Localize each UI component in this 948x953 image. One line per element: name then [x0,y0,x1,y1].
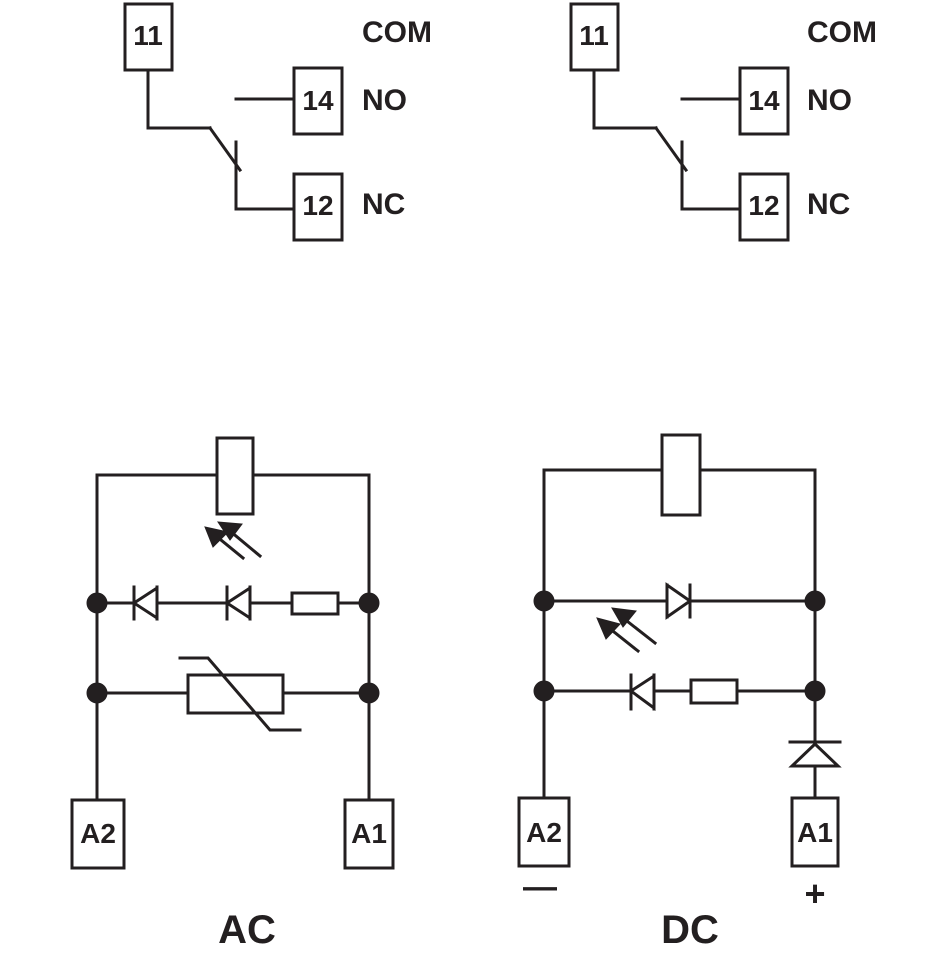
varistor-slash [178,656,302,732]
com-label: COM [807,16,877,49]
terminal-a1-label: A1 [797,817,833,848]
junction-dot [86,682,108,704]
terminal-12-box [292,172,344,242]
nc-contact-post [680,140,742,211]
nc-contact-post [234,140,296,211]
terminal-14-label: 14 [302,85,334,116]
junction-dot [358,682,380,704]
junction-dot [804,680,826,702]
terminal-a2-box [70,798,126,870]
contact-diagram-left: 11 14 12 COM NO NC [123,2,432,242]
junction-dot [533,590,555,612]
terminal-12-box [738,172,790,242]
relay-coil [215,436,255,516]
terminal-12-label: 12 [748,190,779,221]
led-emission-arrows [204,521,263,561]
top-wire [95,473,219,802]
terminal-14-label: 14 [748,85,780,116]
top-wire-right [698,468,817,742]
terminal-11-label: 11 [579,20,609,51]
top-wire-right [251,473,371,802]
terminal-11-box [569,2,620,72]
negative-polarity-label: — [523,868,557,906]
ac-caption: AC [218,908,276,948]
polarity-diode [788,738,842,800]
led-emission-arrows [596,607,658,654]
terminal-14-box [738,66,790,136]
relay-coil [660,433,702,517]
freewheel-diode [665,582,693,620]
junction-dot [533,680,555,702]
protection-diode [131,585,159,621]
led-indicator [628,673,656,711]
terminal-a2-box [517,796,571,868]
dc-coil-circuit: A2 A1 — + DC [517,433,842,952]
ac-coil-circuit: A2 A1 AC [70,436,395,952]
terminal-11-box [123,2,174,72]
terminal-a1-label: A1 [351,818,387,849]
com-label: COM [362,16,432,49]
contact-diagram-right: 11 14 12 COM NO NC [569,2,877,242]
positive-polarity-label: + [804,873,825,914]
terminal-a1-box [343,798,395,870]
terminal-a2-label: A2 [80,818,116,849]
terminal-14-box [292,66,344,136]
varistor [186,673,285,715]
terminal-11-label: 11 [133,20,163,51]
nc-label: NC [362,188,405,221]
common-wire [592,68,658,130]
nc-label: NC [807,188,850,221]
junction-dot [358,592,380,614]
no-label: NO [807,84,852,117]
series-resistor [290,591,340,616]
terminal-a1-box [790,796,840,868]
terminal-12-label: 12 [302,190,333,221]
series-resistor [689,678,739,705]
junction-dot [804,590,826,612]
dc-caption: DC [661,908,719,948]
led-indicator [224,585,252,621]
terminal-a2-label: A2 [526,817,562,848]
no-label: NO [362,84,407,117]
junction-dot [86,592,108,614]
common-wire [146,68,212,130]
